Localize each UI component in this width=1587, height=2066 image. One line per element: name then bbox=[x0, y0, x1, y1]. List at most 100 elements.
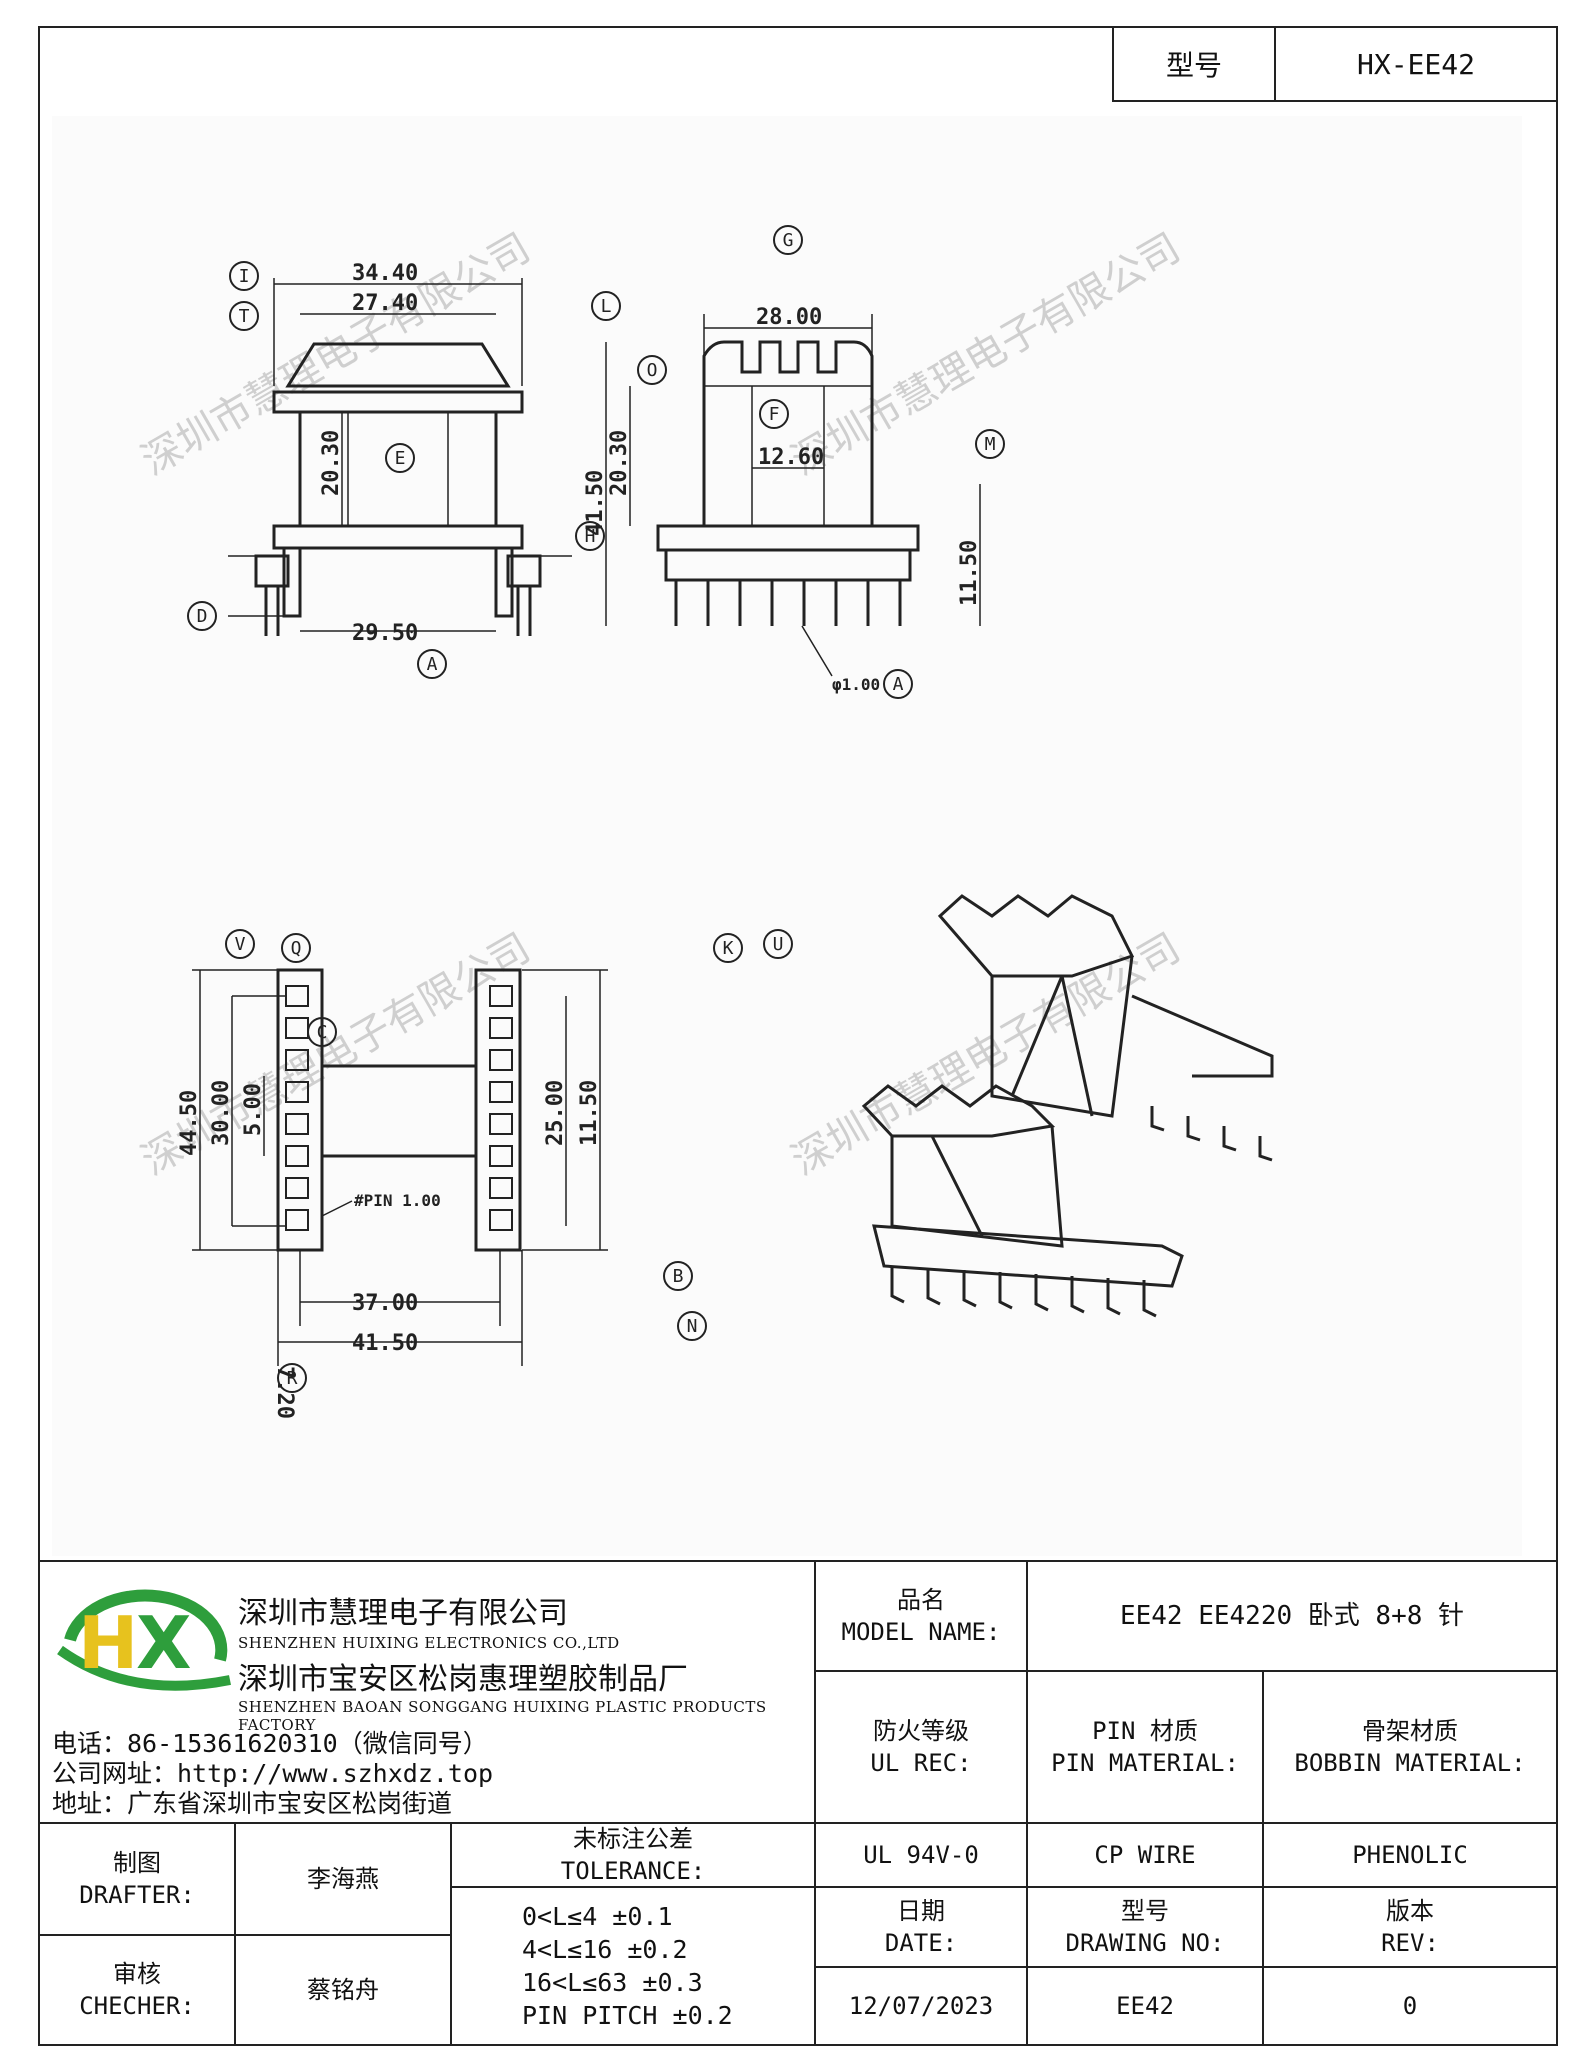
bobbin-material-value: PHENOLIC bbox=[1352, 1841, 1468, 1869]
balloon-l: L bbox=[601, 296, 612, 317]
drafter-label-cn: 制图 bbox=[113, 1849, 161, 1877]
model-value: HX-EE42 bbox=[1356, 47, 1475, 81]
model-name-label-cn: 品名 bbox=[897, 1586, 945, 1614]
dim-34-40: 34.40 bbox=[352, 261, 418, 286]
ul-rec-label: 防火等级 UL REC: bbox=[816, 1672, 1026, 1822]
balloon-v: V bbox=[235, 934, 246, 955]
dim-41-50-bottom: 41.50 bbox=[352, 1331, 418, 1356]
company-name-cn: 深圳市慧理电子有限公司 bbox=[238, 1596, 568, 1631]
date-value: 12/07/2023 bbox=[848, 1992, 994, 2020]
bobbin-material-label-en: BOBBIN MATERIAL: bbox=[1294, 1749, 1526, 1777]
balloon-d: D bbox=[197, 606, 208, 627]
pin-material-value: CP WIRE bbox=[1094, 1841, 1196, 1869]
dim-28-00: 28.00 bbox=[756, 305, 822, 330]
drawing-no-label: 型号 DRAWING NO: bbox=[1028, 1888, 1262, 1966]
ul-rec-label-cn: 防火等级 bbox=[873, 1717, 969, 1745]
company-address: 地址：广东省深圳市宝安区松岗街道 bbox=[52, 1789, 453, 1818]
pin-material-label-cn: PIN 材质 bbox=[1092, 1717, 1198, 1745]
rev-label-en: REV: bbox=[1381, 1929, 1439, 1957]
balloon-u: U bbox=[773, 934, 784, 955]
balloon-r: R bbox=[287, 1368, 298, 1389]
drawing-no-value: EE42 bbox=[1116, 1992, 1174, 2020]
svg-text:X: X bbox=[136, 1601, 192, 1685]
tolerance-line: 16<L≤63 ±0.3 bbox=[522, 1968, 703, 1997]
balloon-h: H bbox=[585, 526, 596, 547]
dim-41-50: 41.50 bbox=[583, 470, 608, 536]
company-website: 公司网址：http://www.szhxdz.top bbox=[52, 1759, 494, 1788]
balloon-k: K bbox=[723, 938, 734, 959]
model-label: 型号 bbox=[1114, 28, 1276, 100]
balloon-g: G bbox=[783, 230, 794, 251]
side-pins bbox=[674, 580, 902, 626]
model-name-label-en: MODEL NAME: bbox=[841, 1618, 1001, 1646]
bottom-view: 44.50 30.00 5.00 25.00 11.50 37.00 41.50… bbox=[177, 929, 793, 1419]
checker-label-cn: 审核 bbox=[113, 1960, 161, 1988]
bobbin-material-label-cn: 骨架材质 bbox=[1362, 1717, 1458, 1745]
tolerance-line: PIN PITCH ±0.2 bbox=[522, 2001, 733, 2030]
dim-44-50: 44.50 bbox=[177, 1090, 202, 1156]
balloons-bottom: V Q C K U B N R bbox=[225, 929, 793, 1393]
checker-label: 审核 CHECHER: bbox=[40, 1936, 234, 2044]
rev-label: 版本 REV: bbox=[1264, 1888, 1556, 1966]
tolerance-line: 0<L≤4 ±0.1 bbox=[522, 1902, 673, 1931]
date-label-cn: 日期 bbox=[897, 1897, 945, 1925]
dim-11-50-bottom: 11.50 bbox=[577, 1080, 602, 1146]
title-block: H X 深圳市慧理电子有限公司 SHENZHEN HUIXING ELECTRO… bbox=[38, 1560, 1558, 2046]
model-name-label: 品名 MODEL NAME: bbox=[816, 1562, 1026, 1670]
balloon-a2: A bbox=[893, 674, 904, 695]
rev-value: 0 bbox=[1402, 1992, 1418, 2020]
balloon-t: T bbox=[239, 306, 250, 327]
dim-12-60: 12.60 bbox=[758, 445, 824, 470]
dim-37-00: 37.00 bbox=[352, 1291, 418, 1316]
dim-5-00: 5.00 bbox=[241, 1083, 266, 1136]
ul-rec-value: UL 94V-0 bbox=[863, 1841, 979, 1869]
drawing-no-label-en: DRAWING NO: bbox=[1065, 1929, 1225, 1957]
drafter-label-en: DRAFTER: bbox=[79, 1881, 195, 1909]
dim-30-00: 30.00 bbox=[209, 1080, 234, 1146]
watermarks: 深圳市慧理电子有限公司 深圳市慧理电子有限公司 深圳市慧理电子有限公司 深圳市慧… bbox=[134, 225, 1188, 1185]
dim-25-00: 25.00 bbox=[543, 1080, 568, 1146]
dim-29-50: 29.50 bbox=[352, 621, 418, 646]
company-logo: H X bbox=[57, 1589, 231, 1691]
balloon-q: Q bbox=[291, 938, 302, 959]
balloon-m: M bbox=[985, 434, 996, 455]
bottom-right-pins bbox=[489, 985, 513, 1231]
model-header-box: 型号 HX-EE42 bbox=[1112, 26, 1558, 102]
tolerance-label-cn: 未标注公差 bbox=[573, 1825, 693, 1853]
technical-drawing-area: 深圳市慧理电子有限公司 深圳市慧理电子有限公司 深圳市慧理电子有限公司 深圳市慧… bbox=[52, 116, 1522, 1556]
balloons-front: I T E D H A bbox=[187, 261, 605, 679]
tolerance-label-en: TOLERANCE: bbox=[560, 1857, 706, 1885]
isometric-view bbox=[861, 894, 1274, 1318]
svg-text:H: H bbox=[78, 1601, 138, 1685]
balloon-i: I bbox=[239, 266, 250, 287]
front-view: 34.40 27.40 20.30 29.50 I T E D H A bbox=[187, 261, 605, 679]
company-name-en: SHENZHEN HUIXING ELECTRONICS CO.,LTD bbox=[238, 1634, 620, 1652]
dim-27-40: 27.40 bbox=[352, 291, 418, 316]
dim-20-30: 20.30 bbox=[319, 430, 344, 496]
pin1-label: #PIN 1.00 bbox=[354, 1191, 441, 1210]
balloon-o: O bbox=[647, 360, 658, 381]
drawing-no-label-cn: 型号 bbox=[1121, 1897, 1169, 1925]
ul-rec-label-en: UL REC: bbox=[870, 1749, 972, 1777]
tolerance-table: 0<L≤4 ±0.1 4<L≤16 ±0.2 16<L≤63 ±0.3 PIN … bbox=[452, 1888, 814, 2044]
watermark-4: 深圳市慧理电子有限公司 bbox=[784, 925, 1188, 1185]
checker-value: 蔡铭舟 bbox=[307, 1976, 379, 2004]
tolerance-line: 4<L≤16 ±0.2 bbox=[522, 1935, 688, 1964]
iso-pins bbox=[890, 1106, 1273, 1318]
drafter-value: 李海燕 bbox=[307, 1865, 379, 1893]
balloon-n: N bbox=[687, 1316, 698, 1337]
factory-name-en: SHENZHEN BAOAN SONGGANG HUIXING PLASTIC … bbox=[238, 1698, 767, 1734]
checker-label-en: CHECHER: bbox=[79, 1992, 195, 2020]
balloons-side: G L O F M A bbox=[591, 225, 1005, 699]
balloon-e: E bbox=[395, 448, 406, 469]
company-phone: 电话：86-15361620310（微信同号） bbox=[52, 1729, 488, 1758]
side-view: 28.00 12.60 41.50 20.30 11.50 φ1.00 G L … bbox=[583, 225, 1005, 699]
bobbin-material-label: 骨架材质 BOBBIN MATERIAL: bbox=[1264, 1672, 1556, 1822]
tolerance-label: 未标注公差 TOLERANCE: bbox=[452, 1824, 814, 1886]
pin-material-label: PIN 材质 PIN MATERIAL: bbox=[1028, 1672, 1262, 1822]
balloon-c: C bbox=[317, 1022, 328, 1043]
drafter-label: 制图 DRAFTER: bbox=[40, 1824, 234, 1934]
dim-pin-dia: φ1.00 bbox=[832, 675, 880, 694]
company-info: H X 深圳市慧理电子有限公司 SHENZHEN HUIXING ELECTRO… bbox=[38, 1560, 814, 1822]
balloon-a: A bbox=[427, 654, 438, 675]
